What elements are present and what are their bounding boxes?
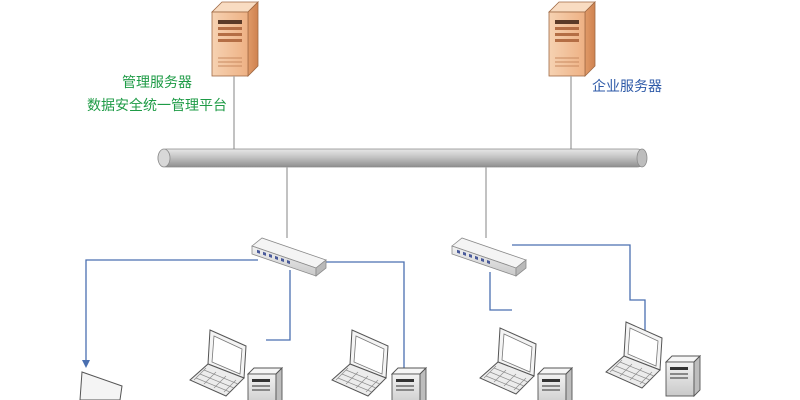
laptop-icon xyxy=(79,371,123,400)
laptop-icon xyxy=(189,329,247,397)
client-station-2 xyxy=(331,329,427,400)
enterprise-server-icon xyxy=(548,1,596,77)
laptop-icon xyxy=(479,327,537,395)
desktop-pc-icon xyxy=(391,367,427,400)
client-station-4 xyxy=(605,321,701,397)
laptop-icon xyxy=(605,321,663,389)
management-server-label: 管理服务器 数据安全统一管理平台 xyxy=(60,72,254,115)
network-backbone xyxy=(157,148,648,168)
client-station-0 xyxy=(79,371,123,400)
management-server-title: 管理服务器 xyxy=(122,75,192,91)
desktop-pc-icon xyxy=(537,367,573,400)
laptop-icon xyxy=(331,329,389,397)
arrow-icon xyxy=(82,360,90,368)
management-server-icon xyxy=(211,1,259,77)
desktop-pc-icon xyxy=(665,355,701,397)
client-links xyxy=(85,244,646,372)
management-platform-title: 数据安全统一管理平台 xyxy=(87,98,227,114)
desktop-pc-icon xyxy=(247,367,283,400)
client-station-3 xyxy=(479,327,573,400)
switch-icon xyxy=(451,237,527,277)
switch-icon xyxy=(251,237,327,277)
enterprise-server-label: 企业服务器 xyxy=(592,79,662,95)
